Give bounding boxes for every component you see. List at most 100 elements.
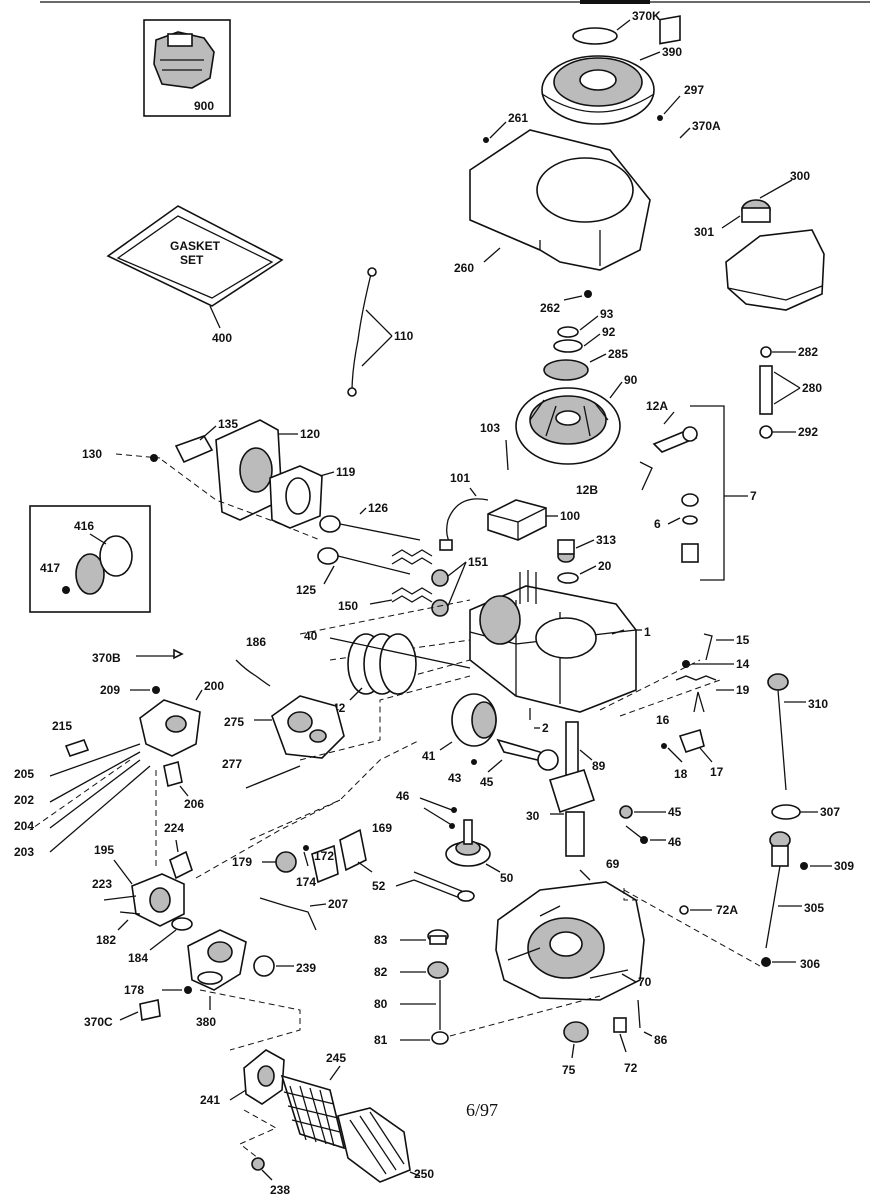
gasket-set-label-line2: SET	[180, 253, 204, 267]
piston-rings-42: 40 42	[304, 629, 471, 715]
part-label-282: 282	[798, 345, 818, 359]
oil-fill-tube-305: 309 305 306	[623, 831, 854, 971]
valve-group: 126 125 151 150	[296, 501, 488, 617]
header-strip	[40, 0, 870, 4]
part-label-182: 182	[96, 933, 116, 947]
part-label-125: 125	[296, 583, 316, 597]
part-label-417: 417	[40, 561, 60, 575]
part-label-309: 309	[834, 859, 854, 873]
part-label-14: 14	[736, 657, 750, 671]
fuel-tank-300: 300 301	[694, 169, 825, 311]
part-label-50: 50	[500, 871, 514, 885]
part-label-292: 292	[798, 425, 818, 439]
part-label-380: 380	[196, 1015, 216, 1029]
part-label-135: 135	[218, 417, 238, 431]
part-label-184: 184	[128, 951, 148, 965]
part-label-186: 186	[246, 635, 266, 649]
part-label-178: 178	[124, 983, 144, 997]
part-label-72A: 72A	[716, 903, 738, 917]
part-label-80: 80	[374, 997, 388, 1011]
part-label-209: 209	[100, 683, 120, 697]
cam-gear-50: 46 50 52	[372, 789, 514, 902]
part-label-310: 310	[808, 697, 828, 711]
part-label-75: 75	[562, 1063, 576, 1077]
part-label-223: 223	[92, 877, 112, 891]
governor-link-group-7: 12A 7 12B 6	[576, 399, 757, 581]
part-label-43: 43	[448, 771, 462, 785]
part-label-151: 151	[468, 555, 488, 569]
part-label-7: 7	[750, 489, 757, 503]
part-label-83: 83	[374, 933, 388, 947]
cylinder-head-cover-120: 120 135 130 119	[82, 417, 356, 541]
part-label-390: 390	[662, 45, 682, 59]
crankshaft-30: 89 30 45 46	[526, 721, 682, 857]
part-label-52: 52	[372, 879, 386, 893]
fuel-line-280: 282 280 292	[759, 345, 822, 439]
gasket-set-400: GASKET SET 400	[106, 205, 284, 345]
part-label-20: 20	[598, 559, 612, 573]
part-label-15: 15	[736, 633, 750, 647]
part-label-239: 239	[296, 961, 316, 975]
governor-gear-inset: 416 417	[29, 505, 151, 613]
part-label-370B: 370B	[92, 651, 121, 665]
muffler-275: 275 277	[222, 675, 471, 789]
part-label-260: 260	[454, 261, 474, 275]
part-label-900: 900	[194, 99, 214, 113]
part-label-305: 305	[804, 901, 824, 915]
flywheel-assembly-90: 93 92 285 90	[515, 307, 638, 465]
part-label-285: 285	[608, 347, 628, 361]
part-label-275: 275	[224, 715, 244, 729]
part-label-17: 17	[710, 765, 724, 779]
part-label-69: 69	[606, 857, 620, 871]
intake-elbow-195: 224 195 223 182 184	[92, 799, 341, 965]
oil-pump-parts: 83 82 80 81	[374, 929, 601, 1047]
part-label-203: 203	[14, 845, 34, 859]
part-label-250: 250	[414, 1167, 434, 1181]
part-label-238: 238	[270, 1183, 290, 1197]
part-label-46: 46	[668, 835, 682, 849]
part-label-307: 307	[820, 805, 840, 819]
part-label-245: 245	[326, 1051, 346, 1065]
part-label-89: 89	[592, 759, 606, 773]
part-label-277: 277	[222, 757, 242, 771]
part-label-82: 82	[374, 965, 388, 979]
throttle-link-207: 207	[259, 897, 348, 931]
part-label-12B: 12B	[576, 483, 598, 497]
air-filter-assembly: 241 245 250 238	[200, 1049, 434, 1197]
ignition-module-100: 103 100 101	[439, 421, 580, 551]
part-label-110: 110	[394, 329, 414, 343]
part-label-126: 126	[368, 501, 388, 515]
part-label-18: 18	[674, 767, 688, 781]
carburetor-200: 370B 186 209 200 215 205 202 204 203 206	[14, 635, 271, 870]
part-label-204: 204	[14, 819, 34, 833]
part-label-45: 45	[668, 805, 682, 819]
crankcase-cover-70: 69 70 72A	[495, 857, 738, 1001]
breather-parts: 169 172 179 174	[232, 739, 421, 889]
part-label-101: 101	[450, 471, 470, 485]
part-label-103: 103	[480, 421, 500, 435]
part-label-172: 172	[314, 849, 334, 863]
part-label-6: 6	[654, 517, 661, 531]
part-label-306: 306	[800, 957, 820, 971]
part-label-40: 40	[304, 629, 318, 643]
recoil-starter-390: 370K 390 297	[541, 9, 704, 125]
part-label-416: 416	[74, 519, 94, 533]
part-label-207: 207	[328, 897, 348, 911]
part-label-92: 92	[602, 325, 616, 339]
part-label-90: 90	[624, 373, 638, 387]
spark-wire-110: 110	[347, 267, 414, 397]
part-label-30: 30	[526, 809, 540, 823]
part-label-297: 297	[684, 83, 704, 97]
part-label-169: 169	[372, 821, 392, 835]
part-label-86: 86	[654, 1033, 668, 1047]
part-label-130: 130	[82, 447, 102, 461]
part-label-370A: 370A	[692, 119, 721, 133]
part-label-202: 202	[14, 793, 34, 807]
part-label-2: 2	[542, 721, 549, 735]
drain-plugs: 75 72 86	[562, 999, 668, 1077]
carburetor-body-380: 380 239 178 370C	[84, 929, 316, 1051]
part-label-46: 46	[396, 789, 410, 803]
blower-housing-260: 261 370A 260 262	[454, 15, 721, 315]
part-label-120: 120	[300, 427, 320, 441]
